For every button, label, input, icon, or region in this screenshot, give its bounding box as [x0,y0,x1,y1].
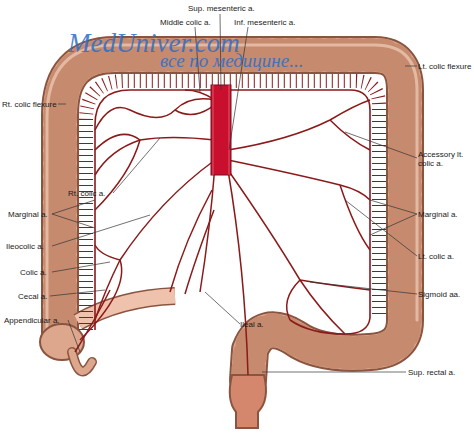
artery-label: Marginal a. [418,210,458,219]
artery-label: Middle colic a. [160,18,211,27]
vasa-recta [86,81,379,330]
artery-label: Marginal a. [8,210,48,219]
flexure-label: Rt. colic flexure [2,100,57,109]
artery-label: Lt. colic a. [418,252,454,261]
artery-label: Accessory lt. colic a. [418,150,470,168]
rectum [230,375,266,428]
artery-label: Ileal a. [240,320,264,329]
leader-lines [50,14,417,372]
artery-label: Appendicular a. [4,316,60,325]
artery-label: Rt. colic a. [68,189,105,198]
aorta [211,85,231,175]
artery-label: Inf. mesenteric a. [234,18,295,27]
watermark: все по медицине... [160,50,303,72]
artery-label: Sup. rectal a. [408,368,455,377]
artery-label: Cecal a. [18,292,47,301]
appendix [72,352,92,371]
flexure-label: Lt. colic flexure [418,62,471,71]
artery-label: Ileocolic a. [6,242,44,251]
colon [47,45,417,380]
artery-label: Sup. mesenteric a. [188,4,255,13]
artery-label: Sigmoid aa. [418,290,460,299]
artery-label: Colic a. [20,268,47,277]
